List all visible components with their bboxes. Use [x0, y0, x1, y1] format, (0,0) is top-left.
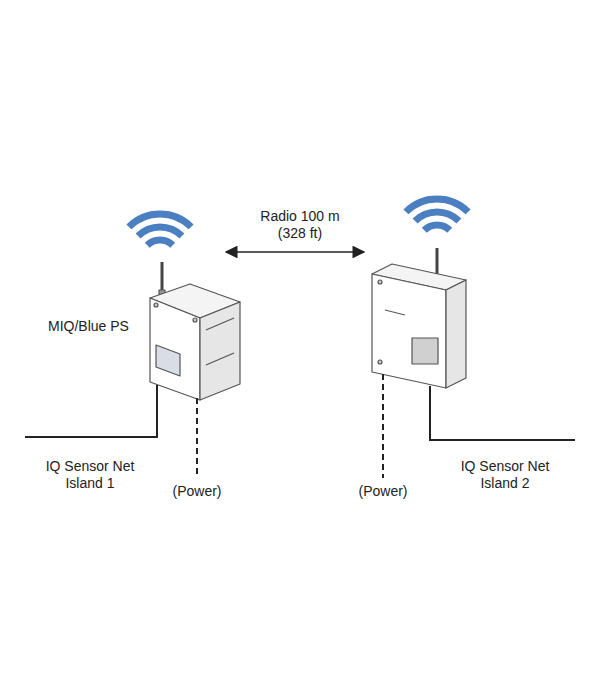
power-cable	[196, 398, 198, 478]
right-device	[372, 248, 466, 388]
radio-wave	[415, 212, 459, 221]
device-name: MIQ/Blue PS	[48, 318, 158, 335]
power-label: (Power)	[338, 483, 428, 500]
sensor-net-cable	[430, 386, 575, 440]
radio-wave	[424, 225, 449, 230]
power-cable	[382, 374, 384, 478]
radio-range-label: Radio 100 m (328 ft)	[245, 208, 355, 242]
power-label: (Power)	[152, 483, 242, 500]
sensor-net-cable	[25, 385, 157, 437]
radio-wave	[138, 227, 182, 236]
radio-wave	[129, 214, 191, 227]
network-label: IQ Sensor Net Island 2	[445, 458, 565, 492]
radio-wave	[406, 199, 468, 212]
radio-waves	[129, 199, 468, 245]
radio-arrow	[226, 251, 364, 253]
network-label: IQ Sensor Net Island 1	[30, 458, 150, 492]
left-device	[150, 262, 240, 400]
radio-wave	[147, 240, 172, 245]
